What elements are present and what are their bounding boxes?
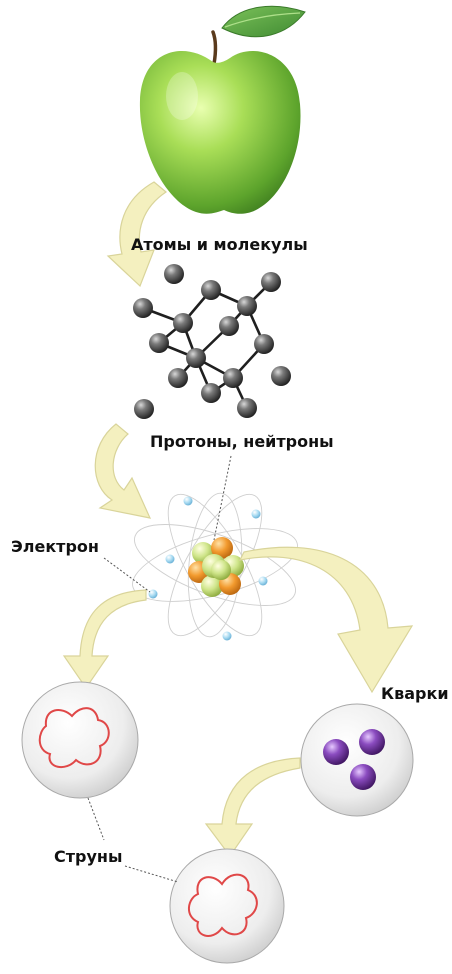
arrow-quarks-to-strings xyxy=(204,757,301,858)
atom-ball xyxy=(223,368,243,388)
leader-protons xyxy=(213,455,232,541)
label-strings: Струны xyxy=(54,847,123,866)
atom-ball xyxy=(133,298,153,318)
leader-strings-bottom xyxy=(124,865,179,883)
atom-ball xyxy=(149,333,169,353)
atom-ball xyxy=(271,366,291,386)
nucleus xyxy=(188,537,244,597)
vibrating-string xyxy=(188,873,258,937)
apple-stem xyxy=(211,30,218,66)
leader-strings-left xyxy=(87,797,105,841)
atom-ball xyxy=(237,398,257,418)
apple-leaf xyxy=(221,5,306,38)
apple-illustration xyxy=(139,5,306,214)
arrow-nucleus-to-quarks xyxy=(238,546,414,694)
atom-ball xyxy=(168,368,188,388)
proton xyxy=(211,537,233,559)
atom-ball xyxy=(186,348,206,368)
atom-ball xyxy=(237,296,257,316)
string-sphere-bottom xyxy=(169,848,285,964)
electron-particle xyxy=(148,589,158,599)
electron-particle xyxy=(251,509,261,519)
atom-ball xyxy=(134,399,154,419)
quark xyxy=(350,764,376,790)
atom-ball xyxy=(164,264,184,284)
atom-ball xyxy=(201,383,221,403)
label-electron: Электрон xyxy=(11,537,99,556)
quark-sphere xyxy=(300,703,414,817)
atom-ball xyxy=(261,272,281,292)
neutron xyxy=(211,560,231,580)
label-quarks: Кварки xyxy=(381,684,449,703)
arrow-atoms-to-nucleus xyxy=(94,423,152,519)
electron-particle xyxy=(165,554,175,564)
string-sphere-left xyxy=(21,681,139,799)
atom-ball xyxy=(201,280,221,300)
neutron xyxy=(201,575,223,597)
label-atoms-molecules: Атомы и молекулы xyxy=(131,235,308,254)
vibrating-string xyxy=(38,707,110,769)
leader-lines xyxy=(87,455,232,883)
arrow-apple-to-atoms xyxy=(106,181,168,288)
atom-model xyxy=(132,492,298,641)
apple-body xyxy=(139,50,301,214)
electron-particle xyxy=(183,496,193,506)
leader-electron xyxy=(103,557,151,593)
apple-highlight xyxy=(166,72,198,120)
quark xyxy=(323,739,349,765)
quark xyxy=(359,729,385,755)
sphere xyxy=(300,703,414,817)
electrons xyxy=(148,496,268,641)
atom-balls xyxy=(133,264,291,419)
atom-ball xyxy=(254,334,274,354)
label-protons-neutrons: Протоны, нейтроны xyxy=(150,432,334,451)
atom-ball xyxy=(173,313,193,333)
sphere xyxy=(169,848,285,964)
leaf-vein xyxy=(224,12,301,28)
atom-ball xyxy=(219,316,239,336)
electron-particle xyxy=(258,576,268,586)
arrow-electron-to-strings xyxy=(62,589,147,690)
electron-particle xyxy=(222,631,232,641)
